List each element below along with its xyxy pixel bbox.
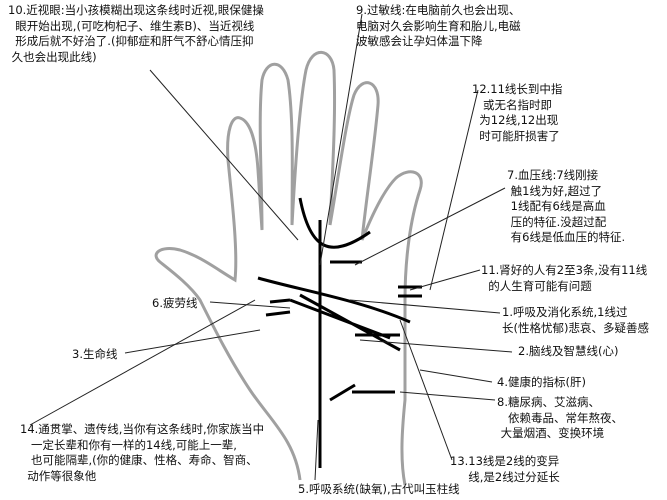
hand-outline	[154, 50, 423, 486]
label-8-diabetes: 8.糖尿病、艾滋病、 依赖毒品、常年熬夜、 大量烟酒、变换环境	[497, 395, 623, 440]
label-14-simian-line: 14.通贯掌、遗传线,当你有这条线时,你家族当中 一定长辈和你有一样的14线,可…	[20, 422, 265, 483]
pointer-arrows	[29, 13, 513, 481]
line-11	[398, 285, 422, 298]
label-6-fatigue-line: 6.疲劳线	[152, 296, 198, 310]
line-1	[289, 293, 401, 352]
label-4-health-indicator: 4.健康的指标(肝)	[497, 375, 586, 389]
line-9	[298, 197, 371, 249]
label-1-respiratory-digestive: 1.呼吸及消化系统,1线过 长(性格忧郁)悲哀、多疑善感	[502, 305, 649, 335]
label-10-myopia-line: 10.近视眼:当小孩模糊出现这条线时近视,眼保健操 眼开始出现,(可吃枸杞子、维…	[8, 3, 264, 64]
line-6	[265, 298, 291, 317]
label-12-line: 12.11线长到中指 或无名指时即 为12线,12出现 时可能肝损害了	[472, 82, 563, 143]
label-9-allergy-line: 9.过敏线:在电脑前久也会出现、 电脑对久会影响生育和胎儿,电磁 波敏感会让孕妇…	[356, 3, 521, 48]
line-4	[329, 383, 356, 402]
label-13-line: 13.13线是2线的变异 线,是2线过分延长	[450, 454, 560, 484]
palm-lines	[257, 197, 422, 468]
label-7-blood-pressure-line: 7.血压线:7线刚接 触1线为好,超过了 1线配有6线是高血 压的特征.没超过配…	[507, 168, 626, 244]
label-2-head-line: 2.脑线及智慧线(心)	[518, 344, 619, 358]
line-2	[257, 276, 411, 324]
label-3-life-line: 3.生命线	[72, 347, 118, 361]
label-11-kidney-line: 11.肾好的人有2至3条,没有11线 的人生育可能有问题	[481, 263, 648, 293]
label-5-respiratory-system: 5.呼吸系统(缺氧),古代叫玉柱线	[298, 482, 460, 496]
